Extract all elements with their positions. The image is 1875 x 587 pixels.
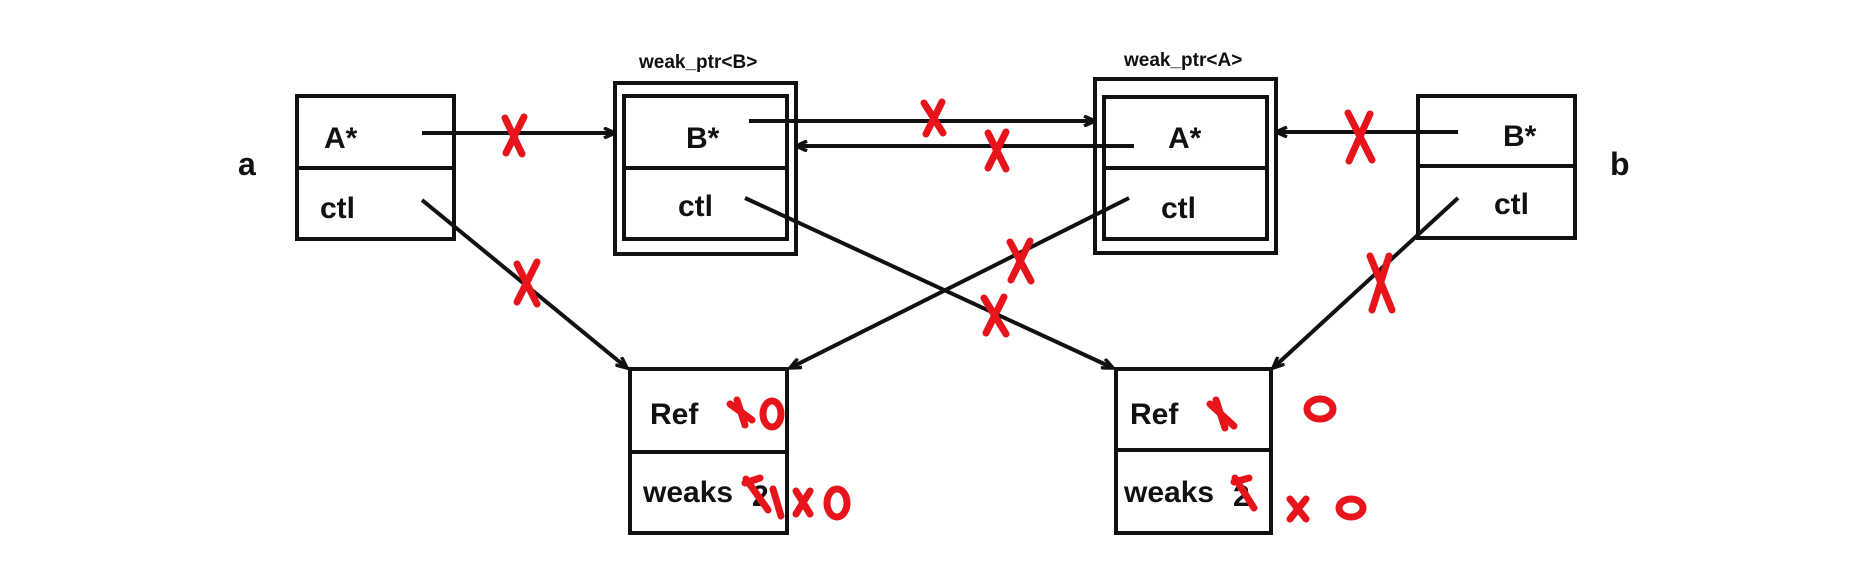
weaks-left-strike-2 bbox=[741, 474, 764, 487]
arrows bbox=[420, 121, 1460, 370]
weak-a-title: weak_ptr<A> bbox=[1123, 50, 1242, 71]
ref-left-new-value bbox=[759, 397, 785, 431]
shared-a-ptr-cell: A* bbox=[324, 122, 358, 155]
weaks-right-strike-2 bbox=[1230, 474, 1253, 486]
red-annotations bbox=[501, 98, 1396, 523]
weaks-left-new-value-3 bbox=[792, 487, 814, 518]
weaks-right-new-value-3 bbox=[1335, 495, 1367, 521]
ctrl-right-weaks-label: weaks bbox=[1123, 476, 1214, 509]
shared-ptr-b-box: B* ctl bbox=[1416, 94, 1577, 240]
cross-mark bbox=[501, 113, 528, 158]
weak-ptr-b-box: weak_ptr<B> B* ctl bbox=[613, 52, 798, 256]
shared-ptr-a-box: A* ctl bbox=[295, 94, 456, 241]
var-b-label: b bbox=[1610, 146, 1630, 182]
ctrl-right-ref-label: Ref bbox=[1130, 398, 1179, 431]
weak-a-ctl-cell: ctl bbox=[1161, 192, 1196, 225]
cross-mark bbox=[920, 98, 947, 138]
ctrl-left-ref-label: Ref bbox=[650, 398, 699, 431]
weak-ptr-a-box: weak_ptr<A> A* ctl bbox=[1093, 50, 1278, 255]
ctrl-left-weaks-label: weaks bbox=[642, 476, 733, 509]
shared-a-ctl-cell: ctl bbox=[320, 192, 355, 225]
cross-mark bbox=[984, 128, 1010, 173]
control-block-right: Ref weaks 2 bbox=[1114, 367, 1273, 535]
ref-right-new-value bbox=[1303, 395, 1337, 423]
cross-mark bbox=[1344, 109, 1376, 165]
weak-a-ptr-cell: A* bbox=[1168, 122, 1202, 155]
arrow-weak-a-ctl-to-ctrl-left bbox=[790, 196, 1130, 368]
weak-b-ptr-cell: B* bbox=[686, 122, 720, 155]
weaks-left-new-value-1 bbox=[769, 485, 785, 520]
weak-b-ctl-cell: ctl bbox=[678, 190, 713, 223]
var-a-label: a bbox=[238, 146, 256, 182]
weaks-left-new-value-4 bbox=[823, 485, 851, 521]
cross-mark bbox=[1006, 237, 1035, 285]
ref-left-strike-2 bbox=[733, 396, 749, 429]
arrow-b-ctl-to-ctrl-right bbox=[1273, 196, 1460, 368]
shared-b-ptr-cell: B* bbox=[1503, 120, 1537, 153]
weak-b-title: weak_ptr<B> bbox=[638, 52, 757, 73]
cross-mark bbox=[1366, 252, 1396, 314]
cross-mark bbox=[980, 293, 1010, 338]
shared-b-ctl-cell: ctl bbox=[1494, 188, 1529, 221]
ref-right-strike-2 bbox=[1212, 396, 1229, 432]
weaks-right-new-value-2 bbox=[1286, 495, 1310, 523]
cross-mark bbox=[513, 258, 541, 308]
arrow-weak-b-ctl-to-ctrl-right bbox=[744, 196, 1113, 370]
